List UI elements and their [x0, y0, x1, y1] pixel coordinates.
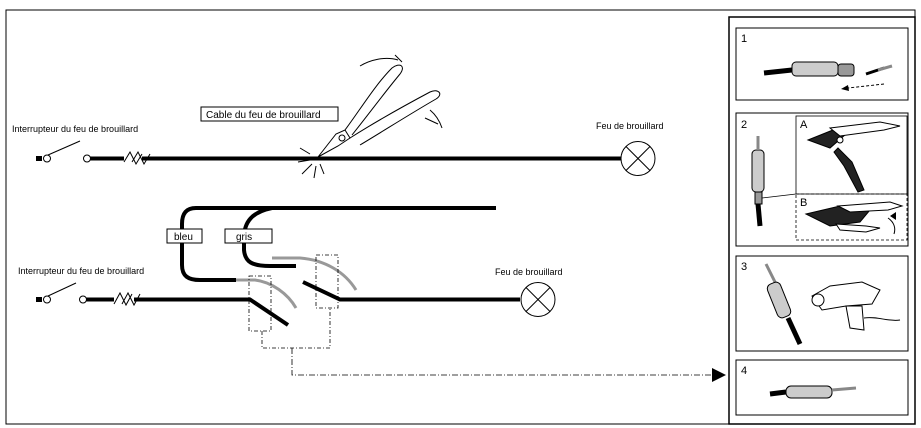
step-2: 2 A B — [735, 112, 909, 247]
step-number-3: 3 — [741, 261, 747, 273]
grey-wire-right — [272, 256, 358, 291]
connector-icon — [751, 136, 765, 227]
bottom-circuit: bleu gris Interrupteur du feu de brouill… — [18, 206, 726, 382]
step-3: 3 — [735, 255, 909, 352]
switch-icon — [36, 140, 91, 163]
step-number-2: 2 — [741, 119, 747, 131]
step-number-1: 1 — [741, 33, 747, 45]
lamp-label-top: Feu de brouillard — [596, 121, 664, 131]
lamp-icon — [520, 282, 556, 317]
wire-label-grey: gris — [236, 232, 252, 243]
cable-label: Cable du feu de brouillard — [206, 110, 321, 121]
spark-icon — [297, 147, 325, 179]
grey-wire-left — [236, 278, 298, 309]
reference-arrow-line — [291, 348, 712, 376]
wire-label-blue: bleu — [174, 232, 193, 243]
crimp-tool-icon — [804, 201, 904, 235]
pliers-icon — [317, 54, 443, 158]
arrow-head-icon — [712, 368, 726, 382]
steps-panel: 1 2 A B — [728, 16, 916, 425]
step-2-sub-b: B — [800, 197, 807, 209]
connector-icon — [764, 263, 803, 346]
switch-label-top: Interrupteur du feu de brouillard — [12, 124, 138, 134]
lamp-label-bottom: Feu de brouillard — [495, 267, 563, 277]
switch-label-bottom: Interrupteur du feu de brouillard — [18, 266, 144, 276]
connector-box-right — [315, 254, 339, 309]
cut-end-left — [238, 297, 290, 327]
crimp-tool-icon — [806, 121, 901, 193]
heat-gun-icon — [811, 281, 901, 331]
connector-icon — [769, 385, 857, 399]
connector-icon — [763, 61, 893, 77]
wire-blue — [180, 206, 496, 282]
step-2-sub-a: A — [800, 119, 808, 131]
lamp-icon — [620, 141, 656, 176]
top-circuit: Interrupteur du feu de brouillard Cable … — [12, 54, 664, 179]
switch-icon — [36, 282, 87, 304]
connector-box-left — [248, 275, 272, 332]
wire-grey-black — [242, 206, 496, 268]
step-4: 4 — [735, 359, 909, 416]
step-number-4: 4 — [741, 365, 747, 377]
cut-end-right — [302, 280, 520, 302]
step-1: 1 — [735, 27, 909, 101]
